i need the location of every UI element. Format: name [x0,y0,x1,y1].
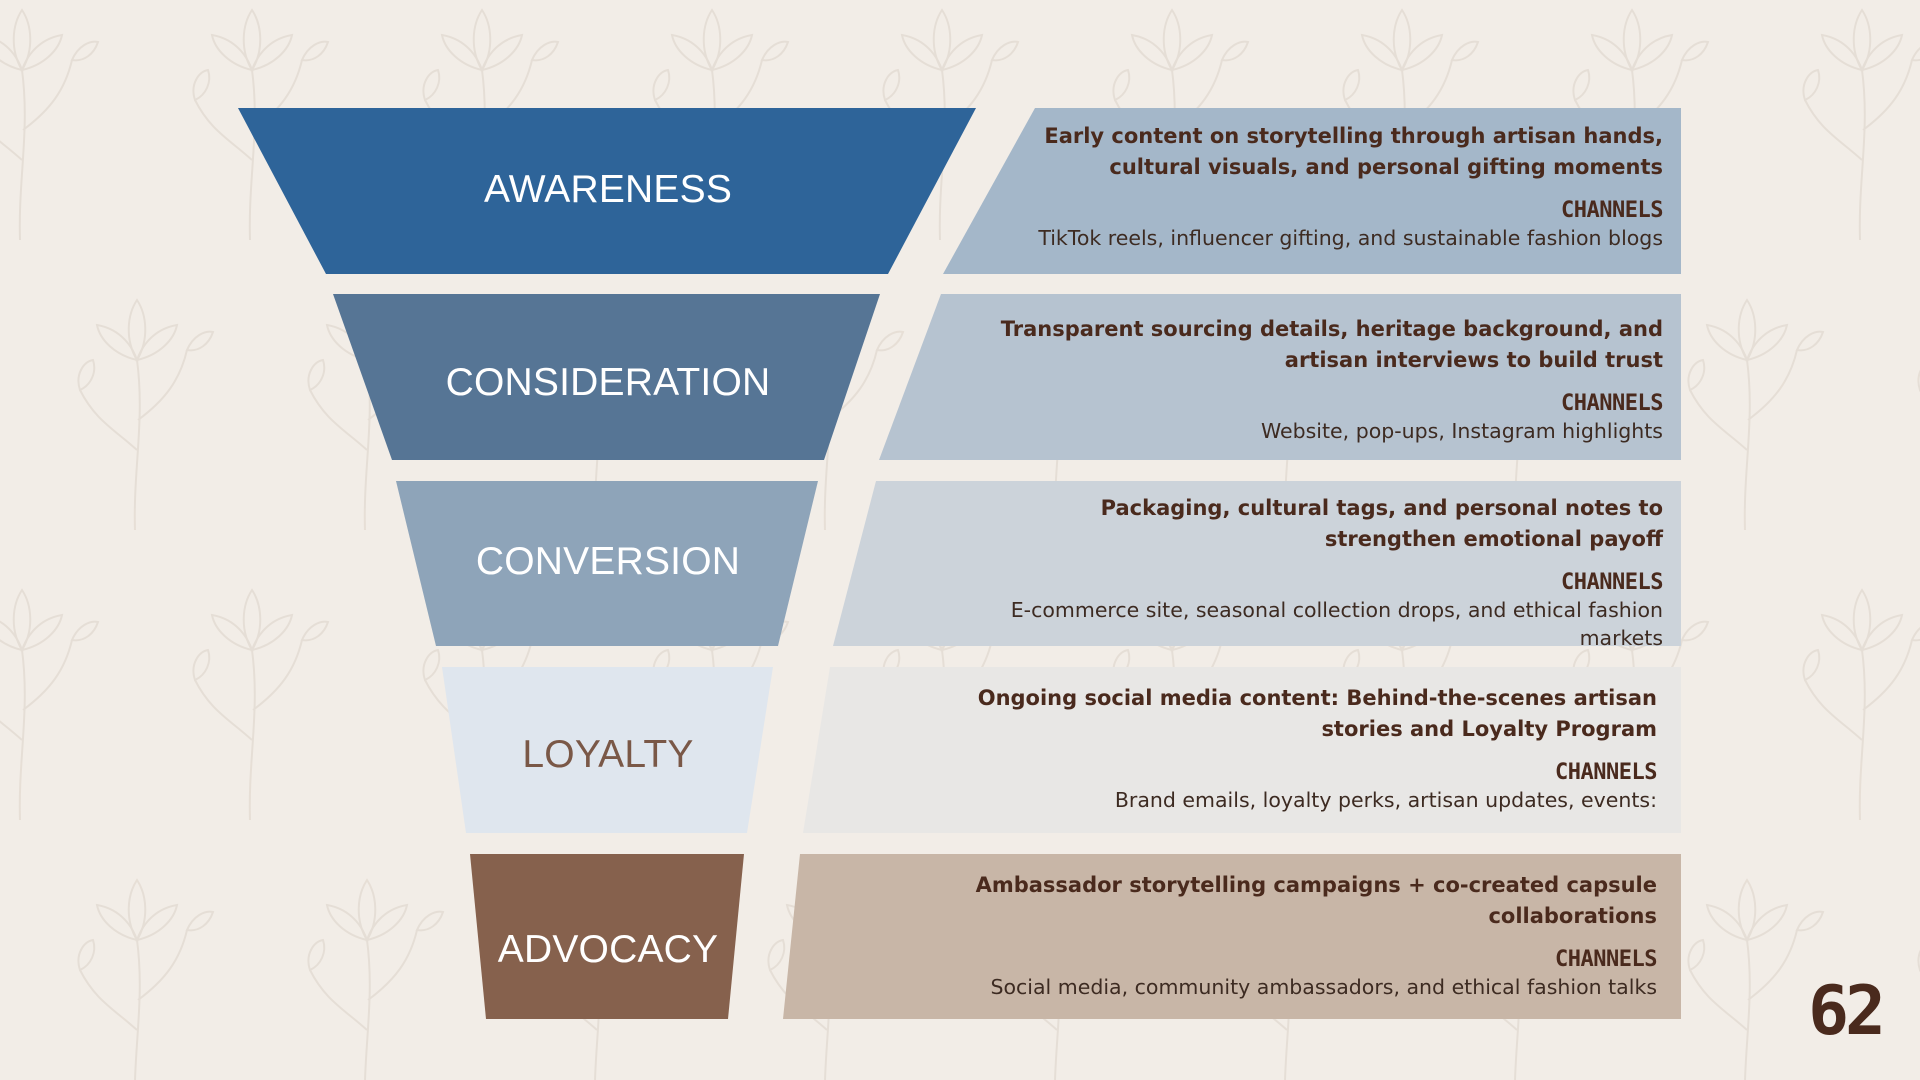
consideration-label: CONSIDERATION [445,361,771,404]
advocacy-description-panel [783,854,1681,1019]
advocacy-description: Ambassador storytelling campaigns + co-c… [957,870,1658,1001]
loyalty-description-panel [803,667,1681,833]
consideration-channels-heading: CHANNELS [1561,391,1663,416]
conversion-channels-heading: CHANNELS [1561,570,1663,595]
awareness-label: AWARENESS [483,168,733,211]
advocacy-label: ADVOCACY [497,928,719,971]
awareness-channels-heading: CHANNELS [1561,198,1663,223]
page-number: 62 [1808,972,1886,1051]
advocacy-channels: Social media, community ambassadors, and… [990,975,1657,999]
advocacy-headline: Ambassador storytelling campaigns + co-c… [975,873,1657,928]
loyalty-channels-heading: CHANNELS [1555,760,1657,785]
consideration-description-panel [879,294,1681,460]
loyalty-description: Ongoing social media content: Behind-the… [957,683,1658,814]
conversion-channels: E-commerce site, seasonal collection dro… [1010,598,1663,650]
consideration-funnel-segment [333,294,880,460]
awareness-funnel-segment [238,108,976,274]
awareness-description-panel [943,108,1681,274]
conversion-band [396,481,1681,646]
loyalty-headline: Ongoing social media content: Behind-the… [977,686,1657,741]
consideration-channels: Website, pop-ups, Instagram highlights [1260,419,1663,443]
awareness-band [238,108,1681,274]
advocacy-band [470,854,1681,1019]
consideration-band [333,294,1681,460]
consideration-headline: Transparent sourcing details, heritage b… [1000,317,1663,372]
advocacy-channels-heading: CHANNELS [1555,947,1657,972]
loyalty-funnel-segment [442,667,773,833]
conversion-funnel-segment [396,481,818,646]
awareness-channels: TikTok reels, influencer gifting, and su… [1038,226,1663,250]
awareness-description: Early content on storytelling through ar… [963,121,1663,252]
awareness-headline: Early content on storytelling through ar… [1044,124,1663,179]
conversion-description: Packaging, cultural tags, and personal n… [963,493,1664,652]
conversion-label: CONVERSION [475,540,741,583]
conversion-headline: Packaging, cultural tags, and personal n… [1100,496,1663,551]
conversion-description-panel [833,481,1681,646]
advocacy-funnel-segment [470,854,744,1019]
loyalty-band [442,667,1681,833]
loyalty-label: LOYALTY [522,733,694,776]
loyalty-channels: Brand emails, loyalty perks, artisan upd… [1114,788,1657,812]
consideration-description: Transparent sourcing details, heritage b… [963,314,1664,445]
